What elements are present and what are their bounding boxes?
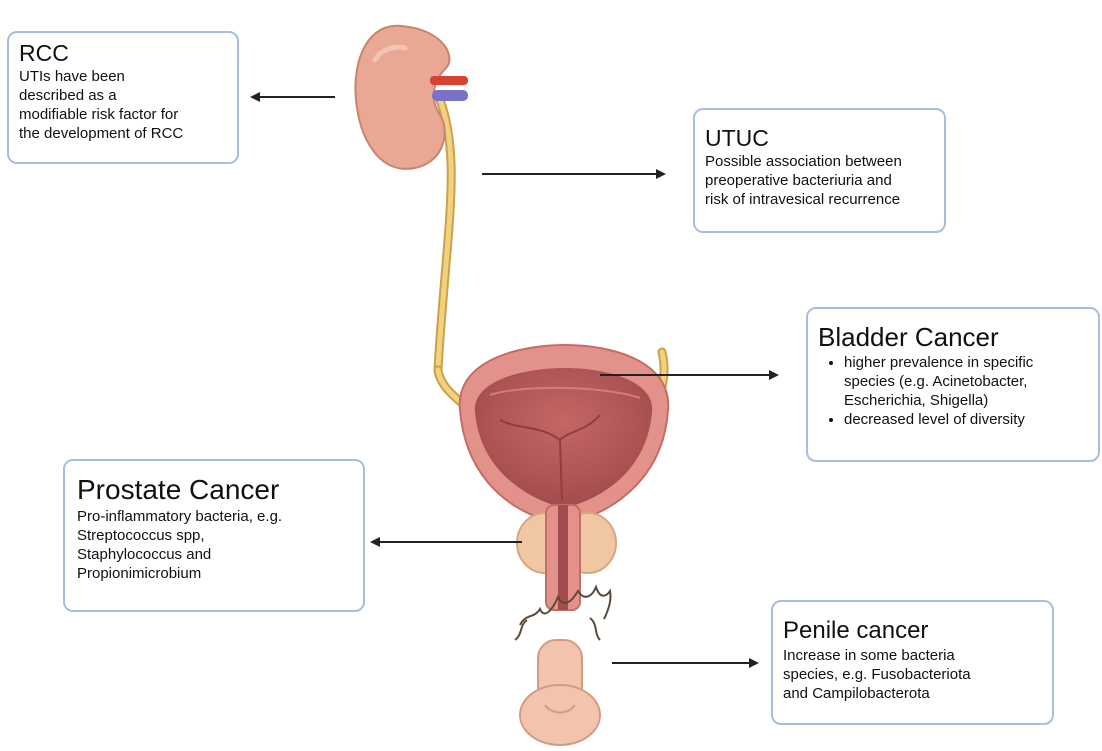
- penile-line: Increase in some bacteria: [783, 646, 1042, 665]
- rcc-line: modifiable risk factor for: [19, 105, 227, 124]
- bladder-title: Bladder Cancer: [818, 321, 1088, 353]
- prostate-title: Prostate Cancer: [77, 473, 351, 507]
- penile-title: Penile cancer: [783, 616, 1042, 646]
- rcc-title: RCC: [19, 39, 227, 67]
- bladder-icon: [460, 345, 668, 520]
- bladder-bullet-line: Escherichia, Shigella): [844, 392, 988, 409]
- bladder-bullet: decreased level of diversity: [844, 410, 1088, 429]
- prostate-cancer-box: Prostate Cancer Pro-inflammatory bacteri…: [63, 459, 365, 612]
- penile-line: and Campilobacterota: [783, 684, 1042, 703]
- bladder-bullet-line: species (e.g. Acinetobacter,: [844, 373, 1027, 390]
- prostate-line: Pro-inflammatory bacteria, e.g.: [77, 507, 351, 526]
- utuc-title: UTUC: [705, 124, 934, 152]
- rcc-line: UTIs have been: [19, 67, 227, 86]
- rcc-line: described as a: [19, 86, 227, 105]
- prostate-line: Streptococcus spp,: [77, 526, 351, 545]
- rcc-box: RCC UTIs have been described as a modifi…: [7, 31, 239, 164]
- penile-cancer-box: Penile cancer Increase in some bacteria …: [771, 600, 1054, 725]
- utuc-box: UTUC Possible association between preope…: [693, 108, 946, 233]
- utuc-line: preoperative bacteriuria and: [705, 171, 934, 190]
- prostate-line: Staphylococcus and: [77, 545, 351, 564]
- bladder-bullets: higher prevalence in specific species (e…: [818, 353, 1088, 429]
- bladder-bullet-line: decreased level of diversity: [844, 411, 1025, 428]
- utuc-line: risk of intravesical recurrence: [705, 190, 934, 209]
- bladder-cancer-box: Bladder Cancer higher prevalence in spec…: [806, 307, 1100, 462]
- utuc-line: Possible association between: [705, 152, 934, 171]
- prostate-line: Propionimicrobium: [77, 564, 351, 583]
- bladder-bullet: higher prevalence in specific species (e…: [844, 353, 1088, 410]
- penile-line: species, e.g. Fusobacteriota: [783, 665, 1042, 684]
- bladder-bullet-line: higher prevalence in specific: [844, 354, 1033, 371]
- rcc-line: the development of RCC: [19, 124, 227, 143]
